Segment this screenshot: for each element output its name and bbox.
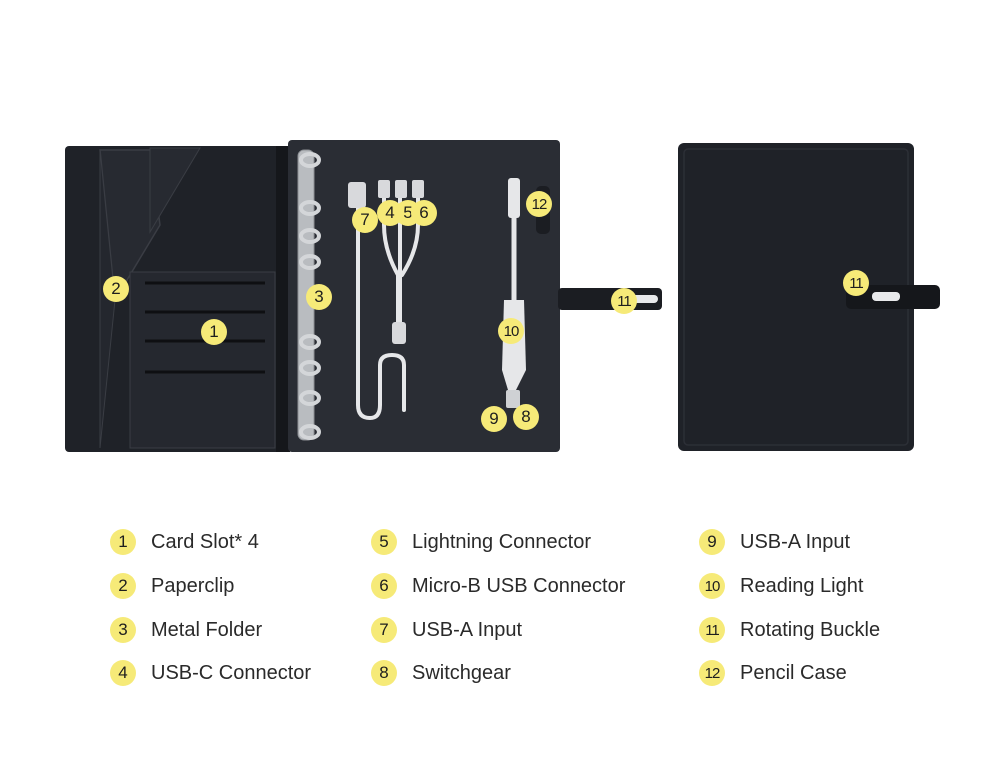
legend-label: Switchgear (412, 661, 511, 684)
legend-label: Paperclip (151, 574, 235, 597)
legend-label: Lightning Connector (412, 530, 592, 553)
legend-item: 4 USB-C Connector (110, 659, 311, 687)
callout-3: 3 (306, 284, 332, 310)
legend-number: 1 (110, 529, 136, 555)
legend-item: 7 USB-A Input (371, 616, 522, 644)
callout-11-closed: 11 (843, 270, 869, 296)
light-usb (506, 390, 520, 408)
callout-11-open: 11 (611, 288, 637, 314)
legend: 1 Card Slot* 4 2 Paperclip 3 Metal Folde… (0, 525, 1000, 705)
cable-joint (392, 322, 406, 344)
pocket-flap (149, 147, 201, 234)
reading-light (502, 300, 526, 390)
closed-notebook (678, 143, 940, 451)
callout-6: 6 (411, 200, 437, 226)
microb-plug (412, 180, 424, 198)
product-illustration: 1 2 3 4 5 6 7 8 9 10 11 12 11 (65, 140, 940, 452)
legend-number: 9 (699, 529, 725, 555)
legend-number: 7 (371, 617, 397, 643)
open-notebook (65, 140, 662, 452)
callout-8: 8 (513, 404, 539, 430)
legend-label: Card Slot* 4 (151, 530, 259, 553)
legend-label: Micro-B USB Connector (412, 574, 626, 597)
legend-item: 12 Pencil Case (699, 659, 847, 687)
legend-label: USB-A Input (740, 530, 851, 553)
legend-item: 11 Rotating Buckle (699, 616, 880, 644)
closed-cover (678, 143, 914, 451)
legend-number: 4 (110, 660, 136, 686)
callout-9: 9 (481, 406, 507, 432)
usb-a-plug (348, 182, 366, 208)
legend-number: 5 (371, 529, 397, 555)
legend-label: Rotating Buckle (740, 618, 881, 641)
callout-12: 12 (526, 191, 552, 217)
usbc-plug (378, 180, 390, 198)
legend-item: 9 USB-A Input (699, 528, 850, 556)
legend-number: 12 (699, 660, 725, 686)
legend-item: 2 Paperclip (110, 572, 234, 600)
legend-label: USB-A Input (412, 618, 523, 641)
legend-item: 1 Card Slot* 4 (110, 528, 259, 556)
callout-7: 7 (352, 207, 378, 233)
binder-rings (299, 152, 321, 440)
legend-number: 6 (371, 573, 397, 599)
legend-number: 2 (110, 573, 136, 599)
lightning-plug (395, 180, 407, 198)
light-head (508, 178, 520, 218)
spine (276, 146, 290, 452)
legend-item: 10 Reading Light (699, 572, 863, 600)
legend-item: 5 Lightning Connector (371, 528, 591, 556)
legend-number: 10 (699, 573, 725, 599)
legend-number: 8 (371, 660, 397, 686)
callout-10: 10 (498, 318, 524, 344)
legend-item: 6 Micro-B USB Connector (371, 572, 625, 600)
legend-item: 8 Switchgear (371, 659, 511, 687)
legend-label: USB-C Connector (151, 661, 312, 684)
legend-label: Metal Folder (151, 618, 263, 641)
cable-set (356, 184, 420, 421)
legend-number: 3 (110, 617, 136, 643)
legend-label: Reading Light (740, 574, 864, 597)
closed-buckle-slot (872, 292, 900, 301)
callout-2: 2 (103, 276, 129, 302)
card-panel (129, 271, 276, 449)
notebook-drawing (65, 140, 940, 452)
legend-label: Pencil Case (740, 661, 847, 684)
legend-item: 3 Metal Folder (110, 616, 262, 644)
callout-1: 1 (201, 319, 227, 345)
legend-number: 11 (699, 617, 725, 643)
